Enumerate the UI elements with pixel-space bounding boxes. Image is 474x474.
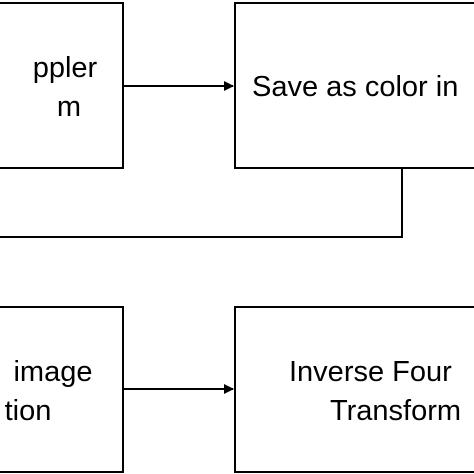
node-inverse-fourier-label: Inverse Four Transform (289, 356, 461, 427)
node-save-color-label: Save as color in (252, 71, 458, 103)
node-save-color: Save as color in (234, 2, 474, 169)
node-image-tion-label: image tion (5, 356, 101, 427)
node-doppler: ppler m (0, 2, 124, 169)
node-doppler-box (0, 2, 124, 169)
node-image-tion-box (0, 306, 124, 473)
node-doppler-label: ppler m (33, 52, 106, 123)
node-inverse-fourier: Inverse Four Transform (234, 306, 474, 473)
node-save-color-box (234, 2, 474, 169)
node-image-tion: image tion (0, 306, 124, 473)
edge-save-color-to-offscreen (0, 168, 403, 238)
node-inverse-fourier-box (234, 306, 474, 473)
